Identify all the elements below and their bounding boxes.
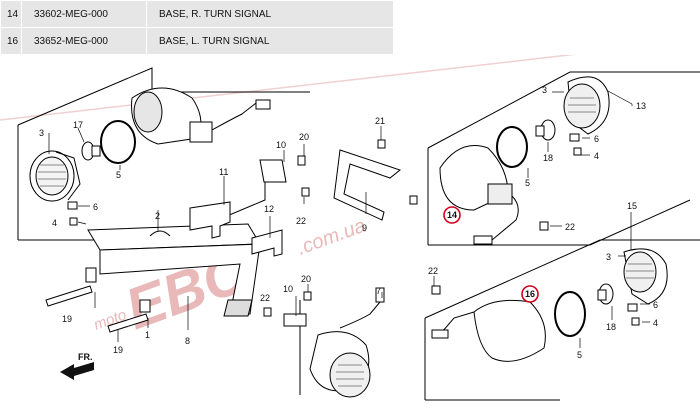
part-ref: 14 bbox=[0, 0, 22, 28]
turn-signal-lens[interactable] bbox=[623, 248, 668, 305]
screw[interactable] bbox=[67, 201, 78, 226]
gasket[interactable] bbox=[100, 120, 136, 164]
part-code: 33602-MEG-000 bbox=[21, 0, 147, 28]
callout-2: 2 bbox=[155, 211, 160, 221]
callout-8: 8 bbox=[185, 336, 190, 346]
bulb[interactable] bbox=[81, 141, 101, 161]
front-direction-arrow: FR. bbox=[60, 352, 94, 380]
callout-11: 11 bbox=[219, 167, 228, 177]
part-ref: 16 bbox=[0, 27, 22, 55]
screw[interactable] bbox=[539, 133, 582, 231]
parts-table: 14 33602-MEG-000 BASE, R. TURN SIGNAL 16… bbox=[0, 0, 394, 55]
callout-4: 4 bbox=[653, 318, 658, 328]
svg-text:16: 16 bbox=[525, 289, 535, 299]
highlighted-callout-14[interactable]: 14 bbox=[443, 206, 461, 224]
right-upper-boundary bbox=[427, 71, 700, 149]
callout-22: 22 bbox=[428, 266, 438, 276]
callout-1: 1 bbox=[145, 330, 150, 340]
callout-20: 20 bbox=[299, 132, 309, 142]
callout-15: 15 bbox=[627, 201, 637, 211]
callout-3: 3 bbox=[39, 128, 44, 138]
screw[interactable] bbox=[431, 285, 640, 326]
turn-signal-lens[interactable] bbox=[309, 287, 385, 398]
right-lower-boundary bbox=[424, 239, 700, 319]
bracket[interactable] bbox=[189, 159, 287, 257]
turn-signal-base-left[interactable] bbox=[431, 299, 546, 362]
callout-13: 13 bbox=[636, 101, 646, 111]
callout-18: 18 bbox=[606, 322, 616, 332]
callout-5: 5 bbox=[525, 178, 530, 188]
turn-signal-lens[interactable] bbox=[563, 76, 610, 135]
callout-19: 19 bbox=[62, 314, 72, 324]
table-row[interactable]: 14 33602-MEG-000 BASE, R. TURN SIGNAL bbox=[0, 0, 394, 28]
callout-6: 6 bbox=[594, 134, 599, 144]
callout-19: 19 bbox=[113, 345, 123, 355]
turn-signal-base-right[interactable] bbox=[439, 145, 519, 245]
callout-22: 22 bbox=[296, 216, 306, 226]
bulb[interactable] bbox=[535, 119, 556, 141]
screw[interactable] bbox=[297, 139, 418, 205]
part-code: 33652-MEG-000 bbox=[21, 27, 147, 55]
highlighted-callout-16[interactable]: 16 bbox=[521, 285, 539, 303]
svg-text:14: 14 bbox=[447, 210, 457, 220]
callout-21: 21 bbox=[375, 116, 385, 126]
callout-20: 20 bbox=[301, 274, 311, 284]
bulb[interactable] bbox=[597, 283, 614, 305]
part-description: BASE, R. TURN SIGNAL bbox=[146, 0, 394, 28]
callout-22: 22 bbox=[565, 222, 575, 232]
callout-6: 6 bbox=[653, 300, 658, 310]
left-assembly-boundary bbox=[17, 67, 153, 126]
direction-label: FR. bbox=[78, 352, 93, 362]
callout-17: 17 bbox=[73, 120, 83, 130]
bracket[interactable] bbox=[333, 149, 402, 221]
callout-10: 10 bbox=[276, 140, 286, 150]
bracket[interactable] bbox=[263, 291, 312, 327]
callout-10: 10 bbox=[283, 284, 293, 294]
table-row[interactable]: 16 33652-MEG-000 BASE, L. TURN SIGNAL bbox=[0, 27, 394, 55]
callout-7: 7 bbox=[376, 286, 381, 296]
gasket[interactable] bbox=[496, 126, 528, 168]
callout-4: 4 bbox=[594, 151, 599, 161]
callout-5: 5 bbox=[116, 170, 121, 180]
callout-3: 3 bbox=[542, 85, 547, 95]
turn-signal-lens[interactable] bbox=[29, 150, 81, 202]
turn-signal-housing[interactable] bbox=[131, 87, 271, 145]
callout-labels: 3 17 5 6 4 2 10 20 11 12 22 21 9 19 19 1… bbox=[39, 85, 658, 360]
callout-6: 6 bbox=[93, 202, 98, 212]
part-description: BASE, L. TURN SIGNAL bbox=[146, 27, 394, 55]
exploded-parts-diagram: moto EBC .com.ua bbox=[0, 55, 700, 401]
callout-22: 22 bbox=[260, 293, 270, 303]
callout-3: 3 bbox=[606, 252, 611, 262]
callout-9: 9 bbox=[362, 223, 367, 233]
gasket[interactable] bbox=[554, 291, 586, 337]
callout-5: 5 bbox=[577, 350, 582, 360]
callout-12: 12 bbox=[264, 204, 274, 214]
callout-18: 18 bbox=[543, 153, 553, 163]
callout-4: 4 bbox=[52, 218, 57, 228]
